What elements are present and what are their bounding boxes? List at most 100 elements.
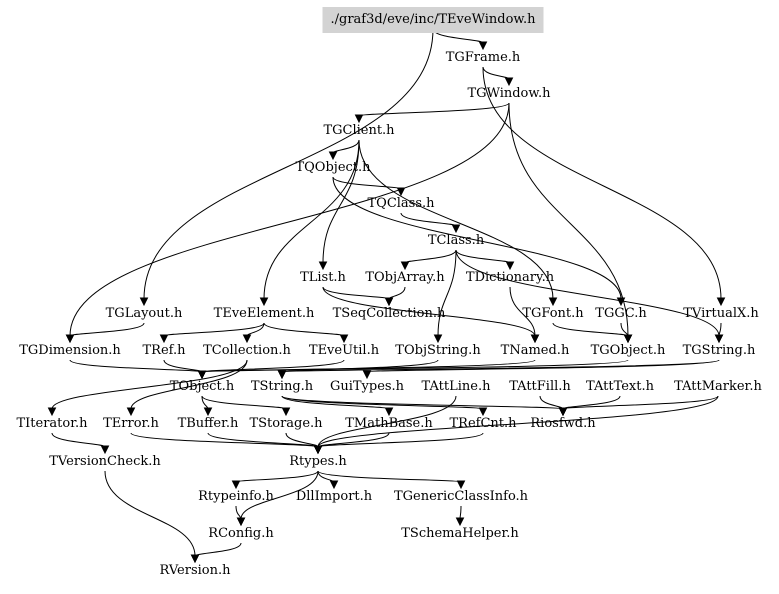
edge-tmathbase-to-rtypes bbox=[317, 432, 390, 448]
node-tattfill[interactable]: TAttFill.h bbox=[509, 379, 571, 394]
arrowhead-icon bbox=[242, 334, 252, 344]
node-tclass[interactable]: TClass.h bbox=[427, 233, 485, 248]
root-file-node[interactable]: ./graf3d/eve/inc/TEveWindow.h bbox=[322, 7, 544, 33]
edge-tgclient-to-tlist bbox=[322, 139, 360, 264]
arrowhead-icon bbox=[455, 517, 465, 527]
node-tlist[interactable]: TList.h bbox=[300, 270, 346, 285]
node-tstorage[interactable]: TStorage.h bbox=[249, 416, 323, 431]
node-rconfig[interactable]: RConfig.h bbox=[208, 526, 274, 541]
node-tgobject[interactable]: TGObject.h bbox=[590, 343, 666, 358]
arrowhead-icon bbox=[139, 297, 149, 307]
arrowhead-icon bbox=[505, 261, 515, 271]
node-rtypeinfo[interactable]: Rtypeinfo.h bbox=[198, 489, 274, 504]
arrowhead-icon bbox=[558, 407, 568, 417]
node-tschemahelper[interactable]: TSchemaHelper.h bbox=[401, 526, 519, 541]
arrowhead-icon bbox=[159, 334, 169, 344]
node-tqobject[interactable]: TQObject.h bbox=[295, 160, 371, 175]
arrowhead-icon bbox=[329, 480, 339, 490]
node-tgdimension[interactable]: TGDimension.h bbox=[19, 343, 121, 358]
node-tobject[interactable]: TObject.h bbox=[169, 379, 235, 394]
node-rversion[interactable]: RVersion.h bbox=[159, 563, 231, 578]
edge-tattfill-to-riosfwd bbox=[539, 395, 564, 410]
node-tggc[interactable]: TGGC.h bbox=[595, 306, 647, 321]
node-tgclient[interactable]: TGClient.h bbox=[323, 123, 395, 138]
node-tattmarker[interactable]: TAttMarker.h bbox=[674, 379, 762, 394]
edge-tgobject-to-tobject bbox=[201, 359, 629, 373]
edge-tgdimension-to-tobject bbox=[69, 359, 203, 373]
edge-rtypes-to-rtypeinfo bbox=[235, 470, 319, 483]
edge-tqclass-to-tclass bbox=[400, 212, 457, 227]
arrowhead-icon bbox=[313, 445, 323, 455]
arrowhead-icon bbox=[400, 261, 410, 271]
node-tref[interactable]: TRef.h bbox=[142, 343, 186, 358]
node-tnamed[interactable]: TNamed.h bbox=[500, 343, 570, 358]
node-tversioncheck[interactable]: TVersionCheck.h bbox=[49, 454, 161, 469]
edge-terror-to-rtypes bbox=[130, 432, 319, 448]
arrowhead-icon bbox=[190, 554, 200, 564]
node-tgfont[interactable]: TGFont.h bbox=[522, 306, 584, 321]
edge-tcollection-to-terror bbox=[130, 359, 248, 410]
node-tdictionary[interactable]: TDictionary.h bbox=[465, 270, 555, 285]
arrowhead-icon bbox=[236, 517, 246, 527]
node-tqclass[interactable]: TQClass.h bbox=[367, 196, 435, 211]
edge-tobjarray-to-tseqcollection bbox=[388, 286, 406, 300]
edge-tgfont-to-tgobject bbox=[552, 322, 629, 337]
edge-teveelement-to-teveutil bbox=[263, 322, 345, 337]
arrowhead-icon bbox=[65, 334, 75, 344]
edge-tgwindow-to-tgdimension bbox=[69, 102, 510, 337]
arrowhead-icon bbox=[478, 41, 488, 51]
node-rtypes[interactable]: Rtypes.h bbox=[289, 454, 347, 469]
edge-titerator-to-tversioncheck bbox=[51, 432, 106, 448]
node-tgwindow[interactable]: TGWindow.h bbox=[467, 86, 551, 101]
arrowhead-icon bbox=[126, 407, 136, 417]
node-riosfwd[interactable]: Riosfwd.h bbox=[530, 416, 596, 431]
arrowhead-icon bbox=[259, 297, 269, 307]
edge-rtypeinfo-to-rconfig bbox=[235, 505, 242, 520]
edge-rconfig-to-rversion bbox=[194, 542, 242, 557]
edge-tattline-to-rtypes bbox=[317, 395, 457, 448]
node-dllimport[interactable]: DllImport.h bbox=[295, 489, 373, 504]
node-tatttext[interactable]: TAttText.h bbox=[586, 379, 654, 394]
node-tgframe[interactable]: TGFrame.h bbox=[445, 50, 521, 65]
edge-trefcnt-to-rtypes bbox=[317, 432, 484, 448]
edge-tclass-to-tgstring bbox=[455, 249, 720, 337]
arrowhead-icon bbox=[504, 77, 514, 87]
arrowhead-icon bbox=[354, 114, 364, 124]
node-tobjarray[interactable]: TObjArray.h bbox=[365, 270, 445, 285]
arrowhead-icon bbox=[433, 334, 443, 344]
node-terror[interactable]: TError.h bbox=[103, 416, 159, 431]
edge-tclass-to-tobjstring bbox=[437, 249, 457, 337]
node-teveelement[interactable]: TEveElement.h bbox=[213, 306, 315, 321]
node-trefcnt[interactable]: TRefCnt.h bbox=[449, 416, 517, 431]
node-teveutil[interactable]: TEveUtil.h bbox=[308, 343, 380, 358]
edge-tstring-to-trefcnt bbox=[281, 395, 484, 410]
arrowhead-icon bbox=[384, 297, 394, 307]
arrowhead-icon bbox=[478, 407, 488, 417]
node-tgenericclassinfo[interactable]: TGenericClassInfo.h bbox=[393, 489, 529, 504]
edge-tgframe-to-tgwindow bbox=[482, 66, 510, 80]
arrowhead-icon bbox=[456, 480, 466, 490]
node-guitypes[interactable]: GuiTypes.h bbox=[329, 379, 405, 394]
arrowhead-icon bbox=[328, 151, 338, 161]
node-tvirtualx[interactable]: TVirtualX.h bbox=[683, 306, 759, 321]
node-tbuffer[interactable]: TBuffer.h bbox=[177, 416, 239, 431]
edge-tdictionary-to-tnamed bbox=[509, 286, 536, 337]
arrowhead-icon bbox=[714, 334, 724, 344]
node-tmathbase[interactable]: TMathBase.h bbox=[345, 416, 433, 431]
node-tattline[interactable]: TAttLine.h bbox=[421, 379, 491, 394]
edge-tggc-to-tgobject bbox=[620, 322, 629, 337]
node-tcollection[interactable]: TCollection.h bbox=[203, 343, 291, 358]
arrowhead-icon bbox=[530, 334, 540, 344]
node-tglayout[interactable]: TGLayout.h bbox=[105, 306, 183, 321]
edge-tglayout-to-tgdimension bbox=[69, 322, 145, 337]
node-tseqcollection[interactable]: TSeqCollection.h bbox=[332, 306, 446, 321]
node-tgstring[interactable]: TGString.h bbox=[682, 343, 756, 358]
edge-rtypes-to-tgenericclassinfo bbox=[317, 470, 462, 483]
node-titerator[interactable]: TIterator.h bbox=[16, 416, 88, 431]
edge-tgframe-to-tvirtualx bbox=[482, 66, 722, 300]
node-tobjstring[interactable]: TObjString.h bbox=[395, 343, 481, 358]
edge-tattmarker-to-riosfwd bbox=[562, 395, 719, 410]
node-tstring[interactable]: TString.h bbox=[250, 379, 314, 394]
arrowhead-icon bbox=[396, 187, 406, 197]
